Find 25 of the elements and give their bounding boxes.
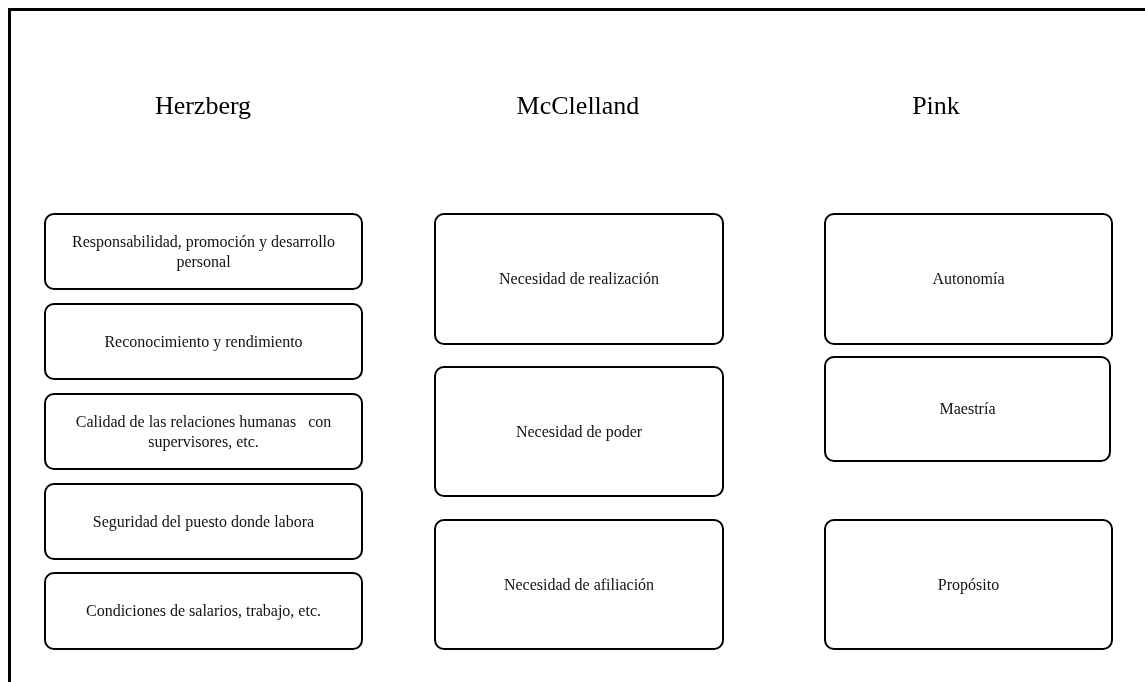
rounded-box	[44, 303, 363, 380]
box-text: Seguridad del puesto donde labora	[92, 511, 315, 532]
rounded-box	[824, 213, 1113, 345]
rounded-box	[434, 519, 724, 650]
rounded-box	[44, 213, 363, 290]
rounded-box	[44, 483, 363, 560]
column-heading: McClelland	[516, 91, 640, 121]
column-heading: Pink	[912, 91, 960, 121]
rounded-box	[434, 213, 724, 345]
box-text: Necesidad de poder	[515, 421, 643, 442]
column-heading: Herzberg	[154, 91, 252, 121]
box-text: Propósito	[937, 574, 1000, 595]
box-text: Necesidad de afiliación	[503, 574, 655, 595]
box-text: Responsabilidad, promoción y desarrollo personal	[70, 232, 337, 271]
rounded-box	[824, 519, 1113, 650]
box-text: Calidad de las relaciones humanas con supervisores, etc.	[74, 412, 333, 451]
rounded-box	[824, 356, 1111, 462]
box-text: Condiciones de salarios, trabajo, etc.	[85, 601, 321, 621]
box-text: Maestría	[939, 399, 996, 419]
box-text: Necesidad de realización	[499, 269, 659, 289]
rounded-box	[434, 366, 724, 497]
rounded-box	[44, 393, 363, 470]
rounded-box	[44, 572, 363, 650]
box-text: Reconocimiento y rendimiento	[104, 331, 303, 352]
box-text: Autonomía	[932, 269, 1005, 289]
